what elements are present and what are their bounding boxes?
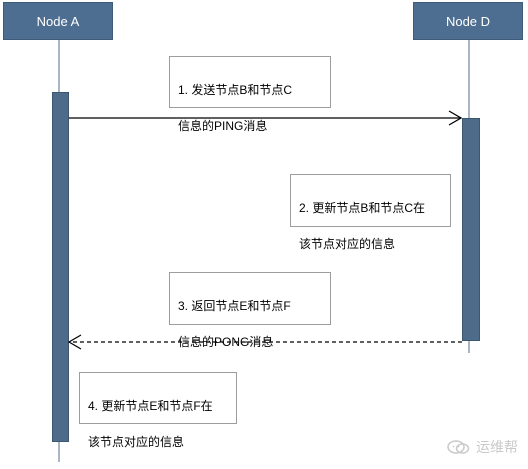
note-4-line-1: 4. 更新节点E和节点F在 <box>88 399 213 413</box>
note-step-4: 4. 更新节点E和节点F在 该节点对应的信息 <box>79 372 237 449</box>
node-a-header: Node A <box>3 2 113 40</box>
note-3-line-2: 信息的PONG消息 <box>178 335 274 349</box>
ping-arrowhead <box>448 110 463 126</box>
node-a-label: Node A <box>36 13 80 29</box>
note-2-line-1: 2. 更新节点B和节点C在 <box>299 201 426 215</box>
chat-bubble-icon <box>447 440 470 454</box>
node-d-activation-bar <box>462 118 480 341</box>
note-3-line-1: 3. 返回节点E和节点F <box>178 299 291 313</box>
node-d-label: Node D <box>445 13 491 29</box>
node-d-header: Node D <box>413 2 523 40</box>
watermark: 运维帮 <box>446 437 518 457</box>
note-1-line-1: 1. 发送节点B和节点C <box>178 83 293 97</box>
note-step-3: 3. 返回节点E和节点F 信息的PONG消息 <box>169 272 331 349</box>
note-4-line-2: 该节点对应的信息 <box>88 435 185 449</box>
note-1-line-2: 信息的PING消息 <box>178 119 268 133</box>
note-step-2: 2. 更新节点B和节点C在 该节点对应的信息 <box>290 174 451 251</box>
note-step-1: 1. 发送节点B和节点C 信息的PING消息 <box>169 56 331 133</box>
pong-arrowhead <box>67 334 82 350</box>
watermark-text: 运维帮 <box>476 439 518 455</box>
note-2-line-2: 该节点对应的信息 <box>299 237 396 251</box>
node-a-activation-bar <box>52 92 69 442</box>
